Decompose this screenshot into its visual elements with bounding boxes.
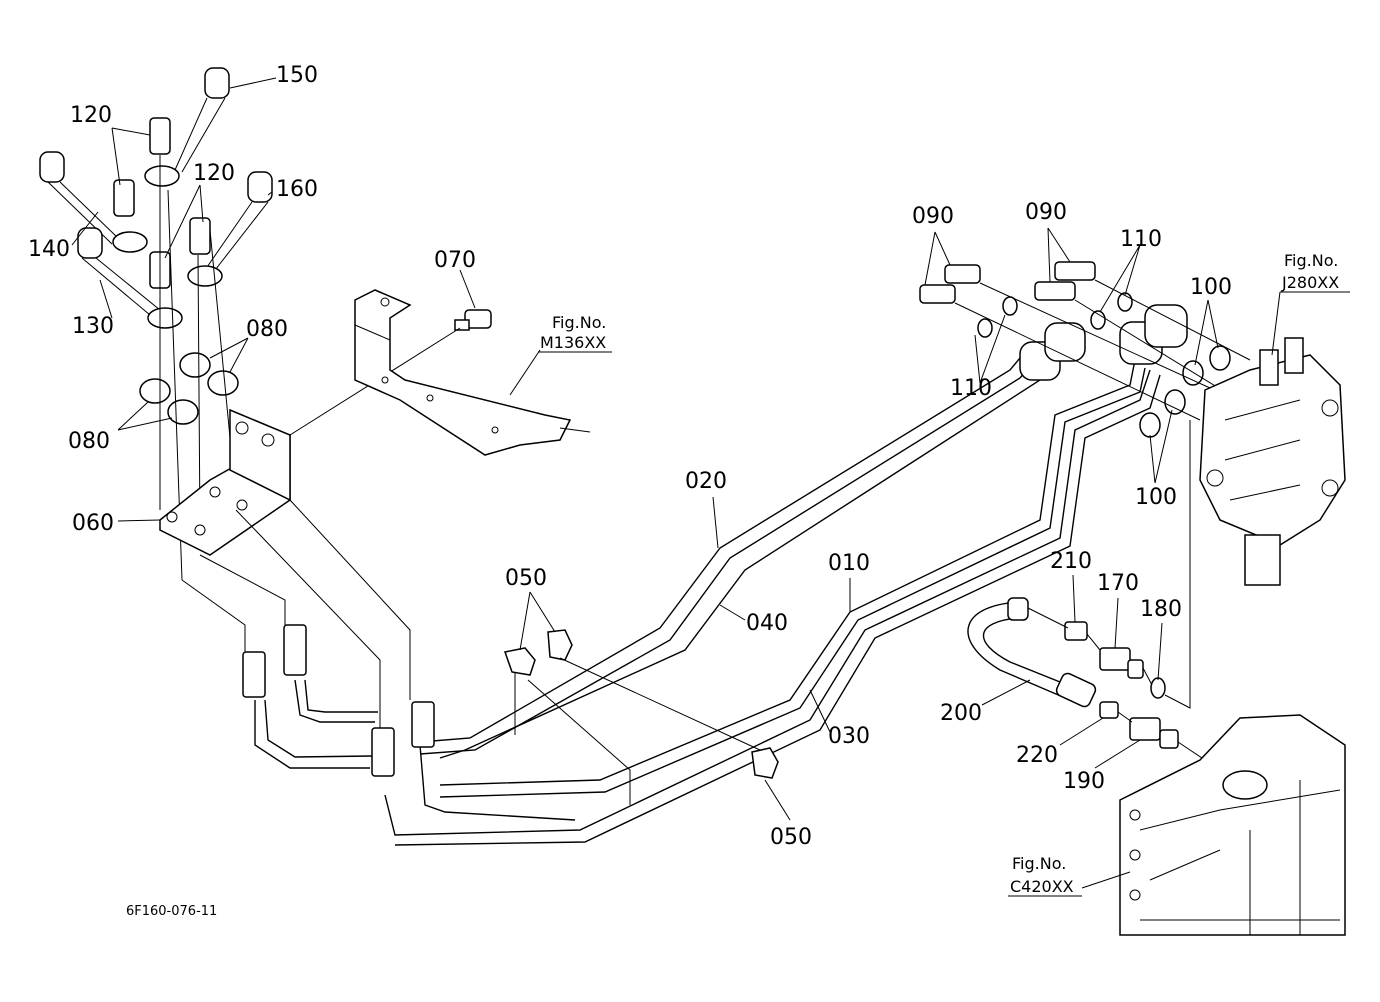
quick-couplers [112,117,223,329]
pipe-assembly [254,351,1161,846]
o-rings-110 [977,292,1133,338]
label-160: 160 [276,177,318,202]
label-020: 020 [685,469,727,494]
banjo-bolts-090 [919,261,1096,304]
label-050-lower: 050 [770,825,812,850]
pipe-clamps-050 [504,629,779,805]
figref-m136-title: Fig.No. [552,313,606,332]
o-ring-180 [1150,677,1166,699]
banjo-eyes [1019,304,1188,381]
transmission-case [1119,714,1346,936]
label-060: 060 [72,511,114,536]
label-100-upper: 100 [1190,275,1232,300]
hose-clamps [1064,621,1119,719]
figure-ref-c420xx[interactable]: Fig.No. C420XX [1008,854,1082,897]
label-130: 130 [72,314,114,339]
label-120-right: 120 [193,161,235,186]
label-030: 030 [828,724,870,749]
part-labels: 150 120 120 160 140 130 080 080 060 070 … [28,63,1232,850]
adapter-170 [1099,647,1144,679]
figref-c420-number: C420XX [1010,877,1074,896]
hose-200 [967,597,1097,708]
label-140: 140 [28,237,70,262]
pipe-end-fittings [242,624,435,777]
label-080-lower: 080 [68,429,110,454]
label-080-upper: 080 [246,317,288,342]
figref-m136-number: M136XX [540,333,606,352]
figure-ref-j280xx[interactable]: Fig.No. J280XX [1280,251,1350,293]
o-rings-100 [1139,345,1231,438]
bolt-070 [454,309,492,331]
adapter-190 [1129,717,1179,749]
label-040: 040 [746,611,788,636]
label-190: 190 [1063,769,1105,794]
control-valve [1199,337,1346,586]
label-090-right: 090 [1025,200,1067,225]
figref-j280-number: J280XX [1281,273,1339,292]
label-210: 210 [1050,549,1092,574]
label-220: 220 [1016,743,1058,768]
leader-lines [71,77,1281,889]
label-100-lower: 100 [1135,485,1177,510]
label-090-left: 090 [912,204,954,229]
figure-ref-m136xx[interactable]: Fig.No. M136XX [538,313,612,353]
drawing-code: 6F160-076-11 [126,904,217,919]
label-110-lower: 110 [950,376,992,401]
label-010: 010 [828,551,870,576]
bracket-060 [159,408,291,556]
label-120-left: 120 [70,103,112,128]
figref-c420-title: Fig.No. [1012,854,1066,873]
label-200: 200 [940,701,982,726]
label-180: 180 [1140,597,1182,622]
figref-j280-title: Fig.No. [1284,251,1338,270]
mount-plate-m136 [354,289,591,456]
label-050-upper: 050 [505,566,547,591]
label-170: 170 [1097,571,1139,596]
label-150: 150 [276,63,318,88]
label-110-upper: 110 [1120,227,1162,252]
label-070: 070 [434,248,476,273]
